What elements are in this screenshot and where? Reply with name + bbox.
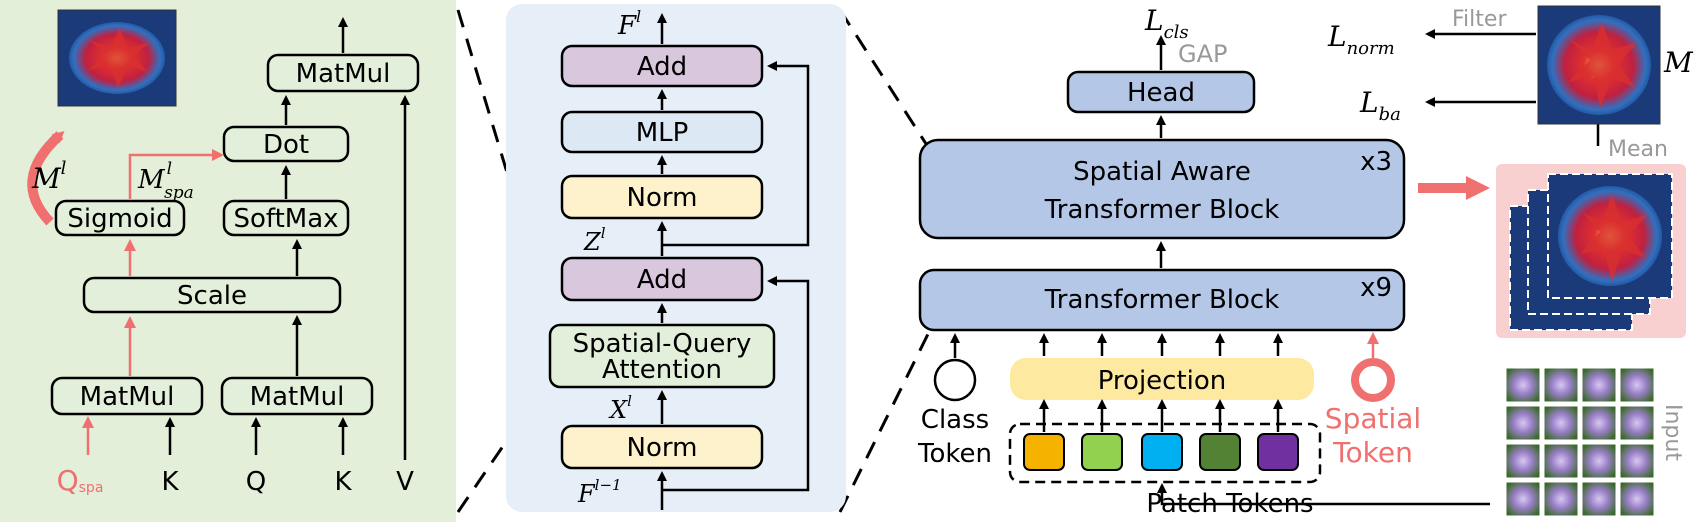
head-label: Head: [1127, 78, 1195, 108]
m-l-label: Ml: [31, 158, 67, 195]
class-token-line2: Token: [917, 439, 992, 469]
q-spa-label: Qspa: [57, 464, 104, 497]
l-ba-label: Lba: [1359, 86, 1401, 125]
class-token-line1: Class: [921, 405, 989, 435]
add-bottom-box: [560, 256, 764, 302]
projection-label: Projection: [1098, 366, 1227, 396]
norm-bottom-box: [560, 424, 764, 470]
spatial-token-line1: Spatial: [1325, 402, 1421, 435]
dot-box: [222, 125, 350, 163]
mean-heatmap: [1537, 5, 1661, 125]
l-norm-label: Lnorm: [1327, 20, 1395, 59]
input-label: Input: [1660, 404, 1685, 461]
f-prev-label: Fl−1: [577, 476, 622, 508]
left-panel-red-arrows: [82, 149, 224, 455]
patch-token-5: [1257, 433, 1299, 471]
projection-box: [1010, 358, 1314, 400]
transformer-block-box: [918, 268, 1406, 332]
mlp-box: [560, 110, 764, 154]
input-image-patches: [1505, 367, 1655, 517]
gap-label: GAP: [1178, 40, 1228, 68]
k1-label: K: [161, 467, 179, 497]
softmax-box: [222, 199, 350, 237]
q-label: Q: [246, 467, 266, 497]
v-label: V: [396, 467, 414, 497]
f-l-label: Fl: [617, 7, 641, 41]
norm-top-label: Norm: [627, 183, 698, 213]
matmul-top-label: MatMul: [296, 59, 391, 89]
patch-token-4: [1199, 433, 1241, 471]
x-l-label: Xl: [608, 392, 632, 424]
matmul-top-box: [266, 53, 420, 93]
stacked-attention-maps: [1509, 173, 1673, 331]
zoom-connectors: [456, 9, 932, 513]
middle-panel-arrows: [657, 13, 810, 510]
block-output-arrowhead: [1466, 176, 1490, 200]
spatial-aware-block-box: [918, 138, 1406, 240]
sigmoid-box: [54, 199, 186, 237]
sa-block-line1: Spatial Aware: [1073, 157, 1251, 187]
matmul-left-box: [50, 376, 204, 416]
t-block-label: Transformer Block: [1044, 285, 1280, 315]
norm-top-box: [560, 174, 764, 220]
softmax-label: SoftMax: [233, 204, 338, 234]
attention-label-line2: Attention: [602, 355, 722, 385]
spatial-query-attention-box: [548, 323, 776, 389]
sa-repeat-label: x3: [1360, 147, 1392, 177]
norm-bottom-label: Norm: [627, 433, 698, 463]
add-bottom-label: Add: [637, 265, 687, 295]
right-panel-arrows: [950, 29, 1603, 506]
l-cls-label: Lcls: [1144, 4, 1189, 43]
t-repeat-label: x9: [1360, 273, 1392, 303]
m-label: M: [1663, 46, 1694, 79]
patch-token-3: [1141, 433, 1183, 471]
k2-label: K: [334, 467, 352, 497]
class-token-circle: [933, 358, 977, 402]
spatial-token-line2: Token: [1332, 436, 1413, 469]
scale-label: Scale: [177, 281, 247, 311]
dot-label: Dot: [263, 130, 309, 160]
attention-map-arrow: [27, 130, 65, 226]
scale-box: [82, 276, 342, 314]
patch-token-2: [1081, 433, 1123, 471]
attention-label-line1: Spatial-Query: [573, 329, 752, 359]
patch-token-1: [1023, 433, 1065, 471]
sigmoid-label: Sigmoid: [67, 204, 172, 234]
left-panel-arrows: [165, 17, 410, 460]
matmul-right-box: [220, 376, 374, 416]
mean-label: Mean: [1608, 137, 1668, 162]
mlp-label: MLP: [636, 118, 689, 148]
add-top-box: [560, 44, 764, 88]
sa-block-line2: Transformer Block: [1044, 195, 1280, 225]
add-top-label: Add: [637, 52, 687, 82]
spatial-token-circle: [1351, 358, 1395, 402]
matmul-right-label: MatMul: [250, 382, 345, 412]
filter-label: Filter: [1452, 7, 1507, 32]
attention-heatmap-left: [57, 9, 177, 107]
z-l-label: Zl: [583, 224, 606, 256]
head-box: [1066, 70, 1256, 114]
matmul-left-label: MatMul: [80, 382, 175, 412]
patch-tokens-group: [1008, 422, 1322, 484]
